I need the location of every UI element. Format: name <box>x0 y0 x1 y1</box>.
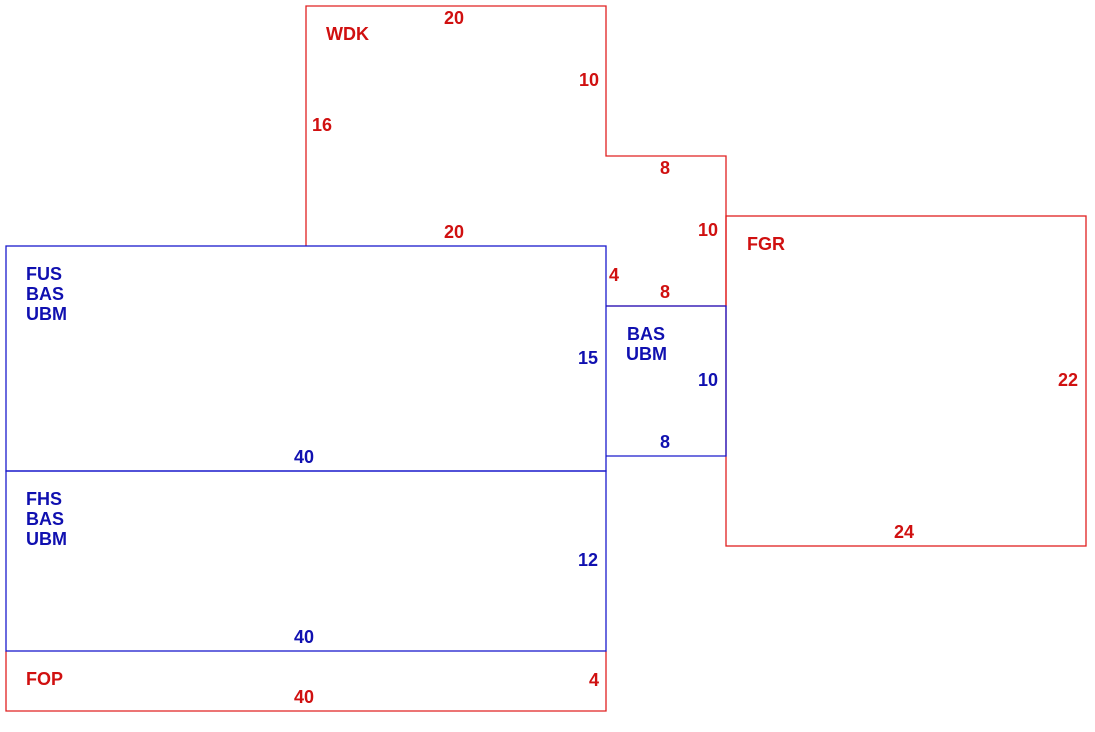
fhs-right-dimension: 12 <box>578 550 598 570</box>
bas-small-bottom-dimension: 8 <box>660 432 670 452</box>
wdk-bottom-dimension: 20 <box>444 222 464 242</box>
wdk-code-label: WDK <box>326 24 369 44</box>
fop-code-label: FOP <box>26 669 63 689</box>
wdk-side-left-dimension: 16 <box>312 115 332 135</box>
bas-small-ubm-label: UBM <box>626 344 667 364</box>
fus-bas-label: BAS <box>26 284 64 304</box>
fus-right-dimension: 15 <box>578 348 598 368</box>
fop-outline <box>5 651 607 712</box>
wdk-side-lower-dimension: 10 <box>698 220 718 240</box>
fop-bottom-dimension: 40 <box>294 687 314 707</box>
fhs-outline <box>5 470 607 652</box>
bas-small-right-dimension: 10 <box>698 370 718 390</box>
bas-small-code-label: BAS <box>627 324 665 344</box>
fus-right-top-dimension: 4 <box>609 265 619 285</box>
fhs-code-label: FHS <box>26 489 62 509</box>
fus-ubm-label: UBM <box>26 304 67 324</box>
fhs-ubm-label: UBM <box>26 529 67 549</box>
fhs-bas-label: BAS <box>26 509 64 529</box>
bas-small-top-dimension: 8 <box>660 282 670 302</box>
fus-bottom-dimension: 40 <box>294 447 314 467</box>
bas-small-outline <box>606 305 727 457</box>
fgr-bottom-dimension: 24 <box>894 522 914 542</box>
wdk-outline <box>305 5 727 307</box>
wdk-top-dimension: 20 <box>444 8 464 28</box>
fus-code-label: FUS <box>26 264 62 284</box>
fus-outline <box>5 245 607 472</box>
fgr-code-label: FGR <box>747 234 785 254</box>
wdk-step-dimension: 8 <box>660 158 670 178</box>
fgr-right-dimension: 22 <box>1058 370 1078 390</box>
fgr-outline <box>725 215 1087 547</box>
fhs-bottom-dimension: 40 <box>294 627 314 647</box>
wdk-side-upper-dimension: 10 <box>579 70 599 90</box>
fop-right-dimension: 4 <box>589 670 599 690</box>
